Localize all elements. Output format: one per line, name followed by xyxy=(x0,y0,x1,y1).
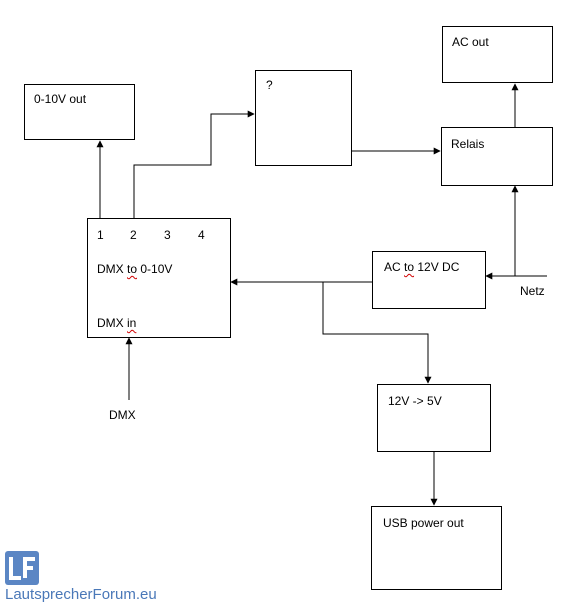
box-ac-to-dc: AC to 12V DC xyxy=(372,251,486,309)
dmx-converter-title: DMX to 0-10V xyxy=(97,262,172,276)
wire-mains-to-relais xyxy=(511,185,547,277)
step-down-label: 12V -> 5V xyxy=(388,394,442,408)
forum-logo-letters xyxy=(9,557,35,580)
box-dmx-converter: 1 2 3 4 DMX to 0-10V DMX in xyxy=(87,218,231,338)
dmx-source-label: DMX xyxy=(109,408,136,422)
dmx-in-part-a: DMX xyxy=(97,316,127,330)
mains-label: Netz xyxy=(520,284,545,298)
box-010v-out: 0-10V out xyxy=(24,84,135,140)
box-usb-out: USB power out xyxy=(371,506,502,590)
wire-acdc-to-stepdown xyxy=(322,282,432,384)
dmx-converter-title-part-a: DMX xyxy=(97,262,127,276)
dmx-converter-title-part-b: 0-10V xyxy=(137,262,173,276)
forum-logo xyxy=(5,551,39,585)
ac-to-dc-part-a: AC xyxy=(384,260,405,274)
ac-to-dc-part-b: 12V DC xyxy=(414,260,460,274)
ac-to-dc-label: AC to 12V DC xyxy=(384,260,459,274)
box-relais-label: Relais xyxy=(451,137,485,151)
box-010v-out-label: 0-10V out xyxy=(34,92,87,106)
dmx-in-label: DMX in xyxy=(97,316,136,330)
channel-4-label: 4 xyxy=(198,228,205,242)
ac-to-dc-part-to: to xyxy=(404,260,415,274)
usb-out-label: USB power out xyxy=(383,516,464,530)
channel-2-label: 2 xyxy=(130,228,137,242)
box-ac-out: AC out xyxy=(442,26,553,83)
channel-1-label: 1 xyxy=(97,228,104,242)
box-ac-out-label: AC out xyxy=(452,35,489,49)
box-step-down: 12V -> 5V xyxy=(377,384,491,452)
dmx-in-part-in: in xyxy=(127,316,137,330)
dmx-converter-title-to: to xyxy=(127,262,138,276)
box-unknown-label: ? xyxy=(266,78,273,92)
box-relais: Relais xyxy=(441,127,553,186)
watermark-site-name: LautsprecherForum.eu xyxy=(5,586,157,603)
wire-ch2-to-unknown xyxy=(133,110,255,218)
channel-3-label: 3 xyxy=(164,228,171,242)
box-unknown: ? xyxy=(255,70,352,166)
